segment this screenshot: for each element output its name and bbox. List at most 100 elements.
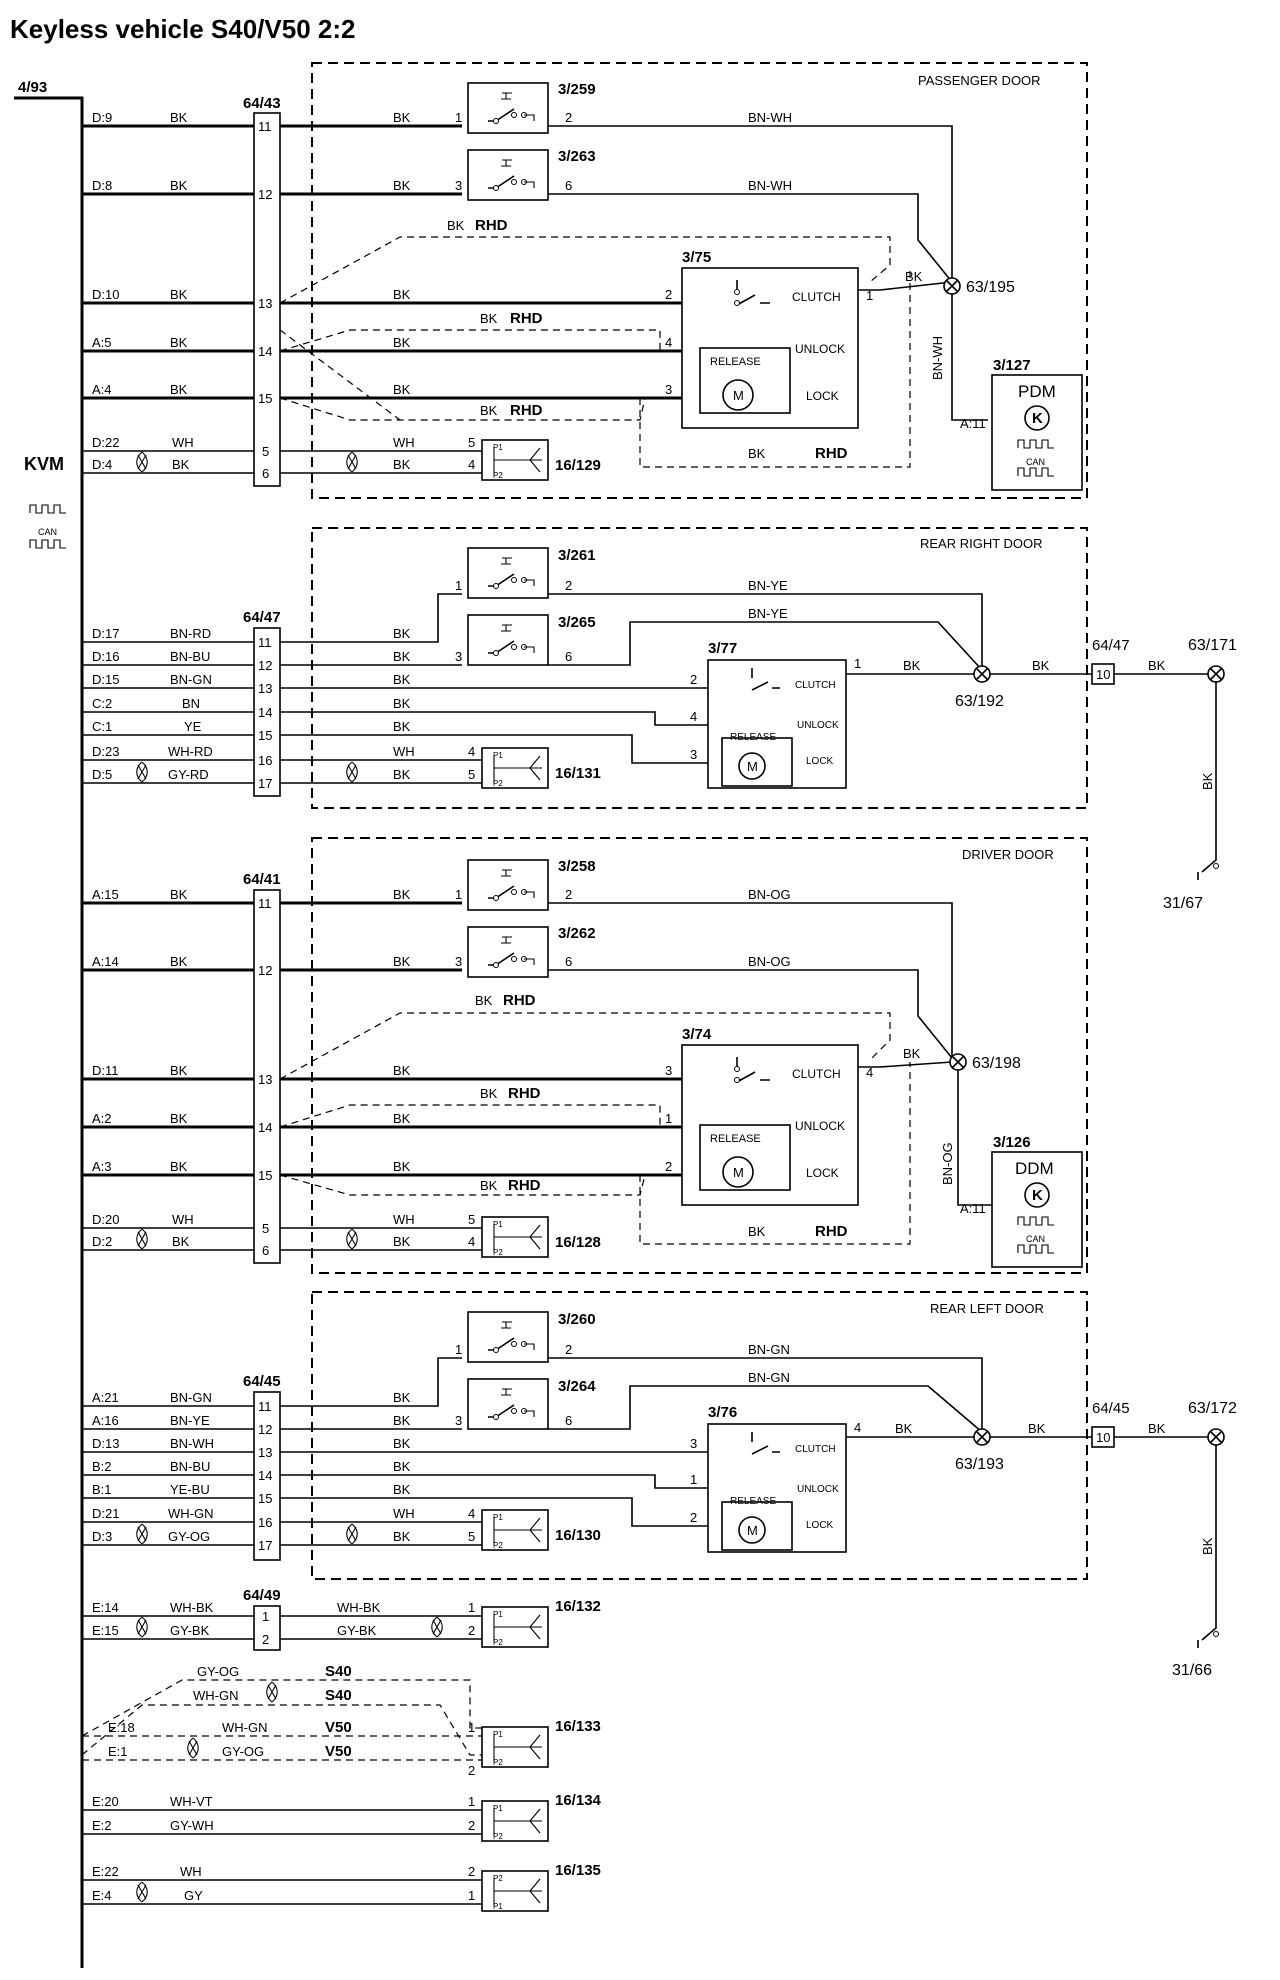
svg-text:1: 1 [468, 1720, 475, 1735]
svg-text:V50: V50 [325, 1743, 352, 1760]
svg-text:63/193: 63/193 [955, 1456, 1004, 1473]
svg-text:C:2: C:2 [92, 696, 112, 711]
twist-icon [136, 1228, 148, 1250]
svg-text:2: 2 [468, 1763, 475, 1778]
svg-text:A:14: A:14 [92, 954, 119, 969]
svg-text:BK: BK [393, 719, 411, 734]
svg-text:BK: BK [393, 287, 411, 302]
module-pdm [991, 374, 1083, 491]
svg-text:GY-BK: GY-BK [337, 1623, 377, 1638]
svg-text:5: 5 [468, 435, 475, 450]
twist-icon [136, 1523, 148, 1545]
svg-text:4: 4 [854, 1420, 861, 1435]
svg-text:E:20: E:20 [92, 1794, 119, 1809]
door-lock-3-74: M RELEASE CLUTCH UNLOCK LOCK [681, 1044, 859, 1206]
svg-text:BN-YE: BN-YE [170, 1413, 210, 1428]
svg-text:GY-RD: GY-RD [168, 767, 209, 782]
zone-rear-left-label: REAR LEFT DOOR [930, 1301, 1044, 1316]
svg-text:GY-OG: GY-OG [222, 1744, 264, 1759]
svg-text:3/126: 3/126 [993, 1134, 1031, 1151]
svg-text:BK: BK [475, 993, 493, 1008]
svg-text:BK: BK [903, 658, 921, 673]
sec1-wire-row: D:8 BK 12 BK 3 [82, 178, 462, 202]
switch-3-260 [467, 1311, 549, 1363]
svg-text:E:15: E:15 [92, 1623, 119, 1638]
svg-text:13: 13 [258, 296, 272, 311]
svg-text:CLUTCH: CLUTCH [795, 1444, 836, 1455]
svg-text:BK: BK [1028, 1421, 1046, 1436]
zone-driver-door [311, 837, 1088, 1274]
svg-text:BN-BU: BN-BU [170, 1459, 210, 1474]
svg-text:BK: BK [393, 887, 411, 902]
twist-icon [136, 1881, 148, 1903]
zone-rear-left-door [311, 1291, 1088, 1580]
svg-text:BK: BK [393, 335, 411, 350]
svg-text:YE-BU: YE-BU [170, 1482, 210, 1497]
svg-text:16/131: 16/131 [555, 765, 601, 782]
ground-31-66: 31/66 [1172, 1662, 1212, 1679]
svg-text:3/127: 3/127 [993, 357, 1031, 374]
connector-64-49-body [253, 1605, 281, 1651]
svg-text:WH: WH [393, 435, 415, 450]
svg-text:WH: WH [393, 1212, 415, 1227]
svg-text:3: 3 [455, 178, 462, 193]
antenna-16-133 [481, 1726, 549, 1768]
svg-text:3/263: 3/263 [558, 148, 596, 165]
sec2-wire-row: C:1 YE 15 BK 3 [82, 719, 708, 764]
svg-text:11: 11 [258, 896, 272, 911]
svg-text:14: 14 [258, 1120, 272, 1135]
switch-3-265 [467, 614, 549, 666]
svg-text:RHD: RHD [508, 1085, 541, 1102]
svg-text:BK: BK [393, 1390, 411, 1405]
connector-64-41-body [253, 889, 281, 1264]
sec3-wire-row: A:15 BK 11 BK 1 [82, 887, 462, 911]
svg-text:A:3: A:3 [92, 1159, 112, 1174]
switch-3-258 [467, 859, 549, 911]
svg-text:BN-GN: BN-GN [748, 1342, 790, 1357]
svg-text:64/47: 64/47 [1092, 637, 1130, 654]
zone-driver-label: DRIVER DOOR [962, 847, 1054, 862]
sec4-wire-row: D:13 BN-WH 13 BK 3 [82, 1436, 708, 1460]
svg-text:P1: P1 [493, 1804, 503, 1813]
sec4-wire-row: D:3 GY-OG 17 BK 5 [82, 1529, 482, 1553]
svg-text:D:2: D:2 [92, 1234, 112, 1249]
svg-text:2: 2 [565, 110, 572, 125]
svg-text:2: 2 [665, 287, 672, 302]
svg-text:6: 6 [262, 466, 269, 481]
svg-text:UNLOCK: UNLOCK [795, 1119, 845, 1133]
svg-text:BK: BK [393, 1159, 411, 1174]
switch-3-262 [467, 926, 549, 978]
svg-text:13: 13 [258, 681, 272, 696]
svg-text:RHD: RHD [815, 445, 848, 462]
svg-text:BK: BK [1200, 1537, 1215, 1555]
svg-text:6: 6 [565, 649, 572, 664]
svg-text:BN-RD: BN-RD [170, 626, 211, 641]
svg-text:RELEASE: RELEASE [730, 732, 776, 743]
splice-63-171 [1207, 665, 1225, 683]
kvm-bus [14, 96, 84, 1968]
svg-text:WH: WH [172, 1212, 194, 1227]
svg-text:4: 4 [690, 709, 697, 724]
sec2-wire-row: D:15 BN-GN 13 BK 2 [82, 672, 708, 696]
svg-text:2: 2 [565, 887, 572, 902]
svg-text:11: 11 [258, 635, 272, 650]
svg-text:63/198: 63/198 [972, 1055, 1021, 1072]
svg-text:LOCK: LOCK [806, 756, 834, 767]
connector-64-43-body [253, 112, 281, 487]
svg-text:BN: BN [182, 696, 200, 711]
svg-text:BK: BK [393, 672, 411, 687]
svg-text:CLUTCH: CLUTCH [792, 290, 841, 304]
svg-text:BK: BK [170, 887, 188, 902]
sec7-wire-row: E:2 GY-WH 2 [82, 1818, 482, 1835]
svg-text:6: 6 [565, 1413, 572, 1428]
sec1-wire-row: D:4 BK 6 BK 4 [82, 457, 482, 481]
sec2-wire-row: D:5 GY-RD 17 BK 5 [82, 767, 482, 791]
lock-3-76-label: 3/76 [708, 1404, 737, 1421]
svg-text:D:9: D:9 [92, 110, 112, 125]
antenna-16-131 [481, 747, 549, 789]
antenna-16-132 [481, 1606, 549, 1648]
svg-text:D:4: D:4 [92, 457, 112, 472]
svg-text:CAN: CAN [1026, 457, 1045, 467]
svg-text:B:1: B:1 [92, 1482, 112, 1497]
sec3-wire-row: D:2 BK 6 BK 4 [82, 1234, 482, 1258]
